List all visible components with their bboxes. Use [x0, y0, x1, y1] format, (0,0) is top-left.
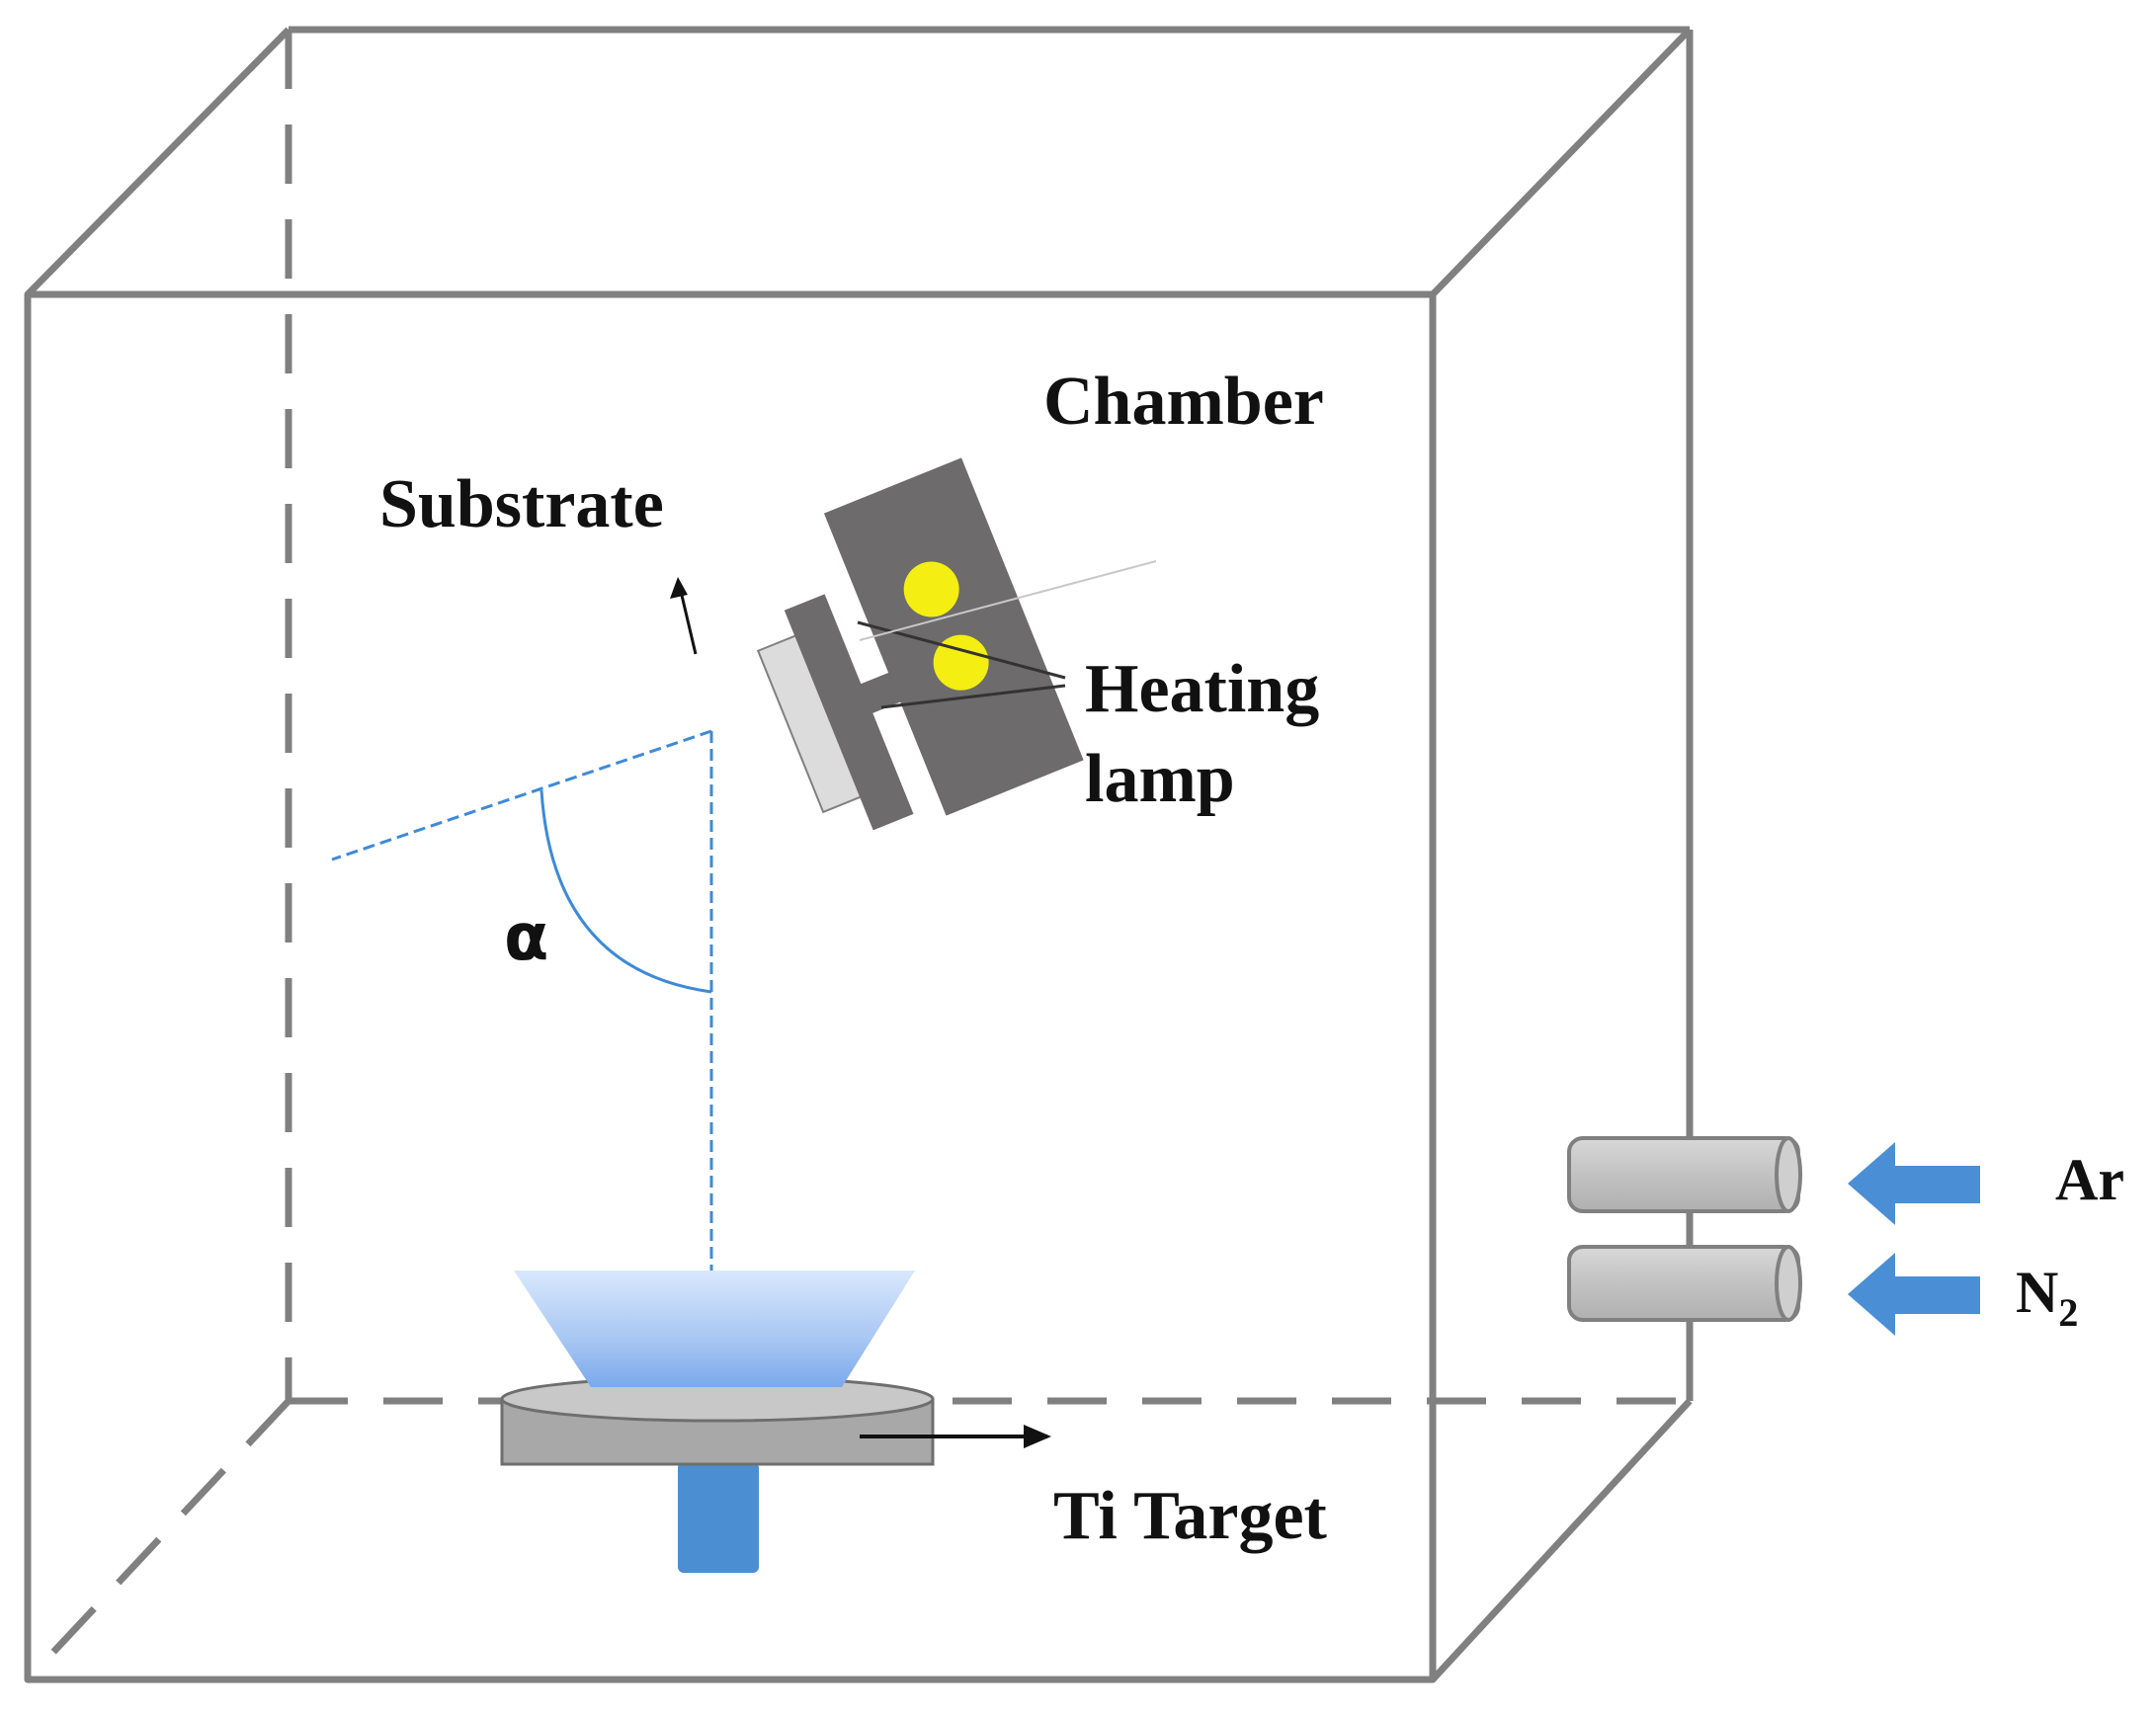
substrate-normal-dashed-line [331, 729, 712, 862]
substrate-label: Substrate [379, 466, 664, 542]
n2-flow-arrow [1848, 1253, 1980, 1336]
chamber-top-right-depth-edge [1430, 27, 1693, 297]
heating-lamp-label-line2: lamp [1085, 741, 1235, 817]
n2-inlet-tube [1567, 1245, 1802, 1322]
substrate-holder-assembly [756, 457, 1084, 831]
substrate-clamp-bar [784, 594, 914, 831]
chamber-top-left-depth-edge [25, 27, 291, 297]
ar-gas-label: Ar [2055, 1147, 2124, 1212]
angle-alpha-label: α [504, 899, 549, 975]
n2-gas-label: N2 [2016, 1263, 2078, 1333]
n2-gas-label-base: N [2016, 1260, 2059, 1325]
gas-inlets [1567, 1136, 1980, 1336]
substrate-normal-arrow-head [670, 577, 688, 599]
angle-construction [331, 729, 713, 1271]
heating-lamp-upper [903, 561, 959, 617]
chamber-front-face [24, 290, 1437, 1683]
substrate-normal-arrow-line [678, 586, 698, 655]
heating-lamp-lower [933, 634, 989, 691]
chamber-bottom-right-depth-edge [1430, 1398, 1693, 1682]
chamber-bottom-left-depth-edge [25, 1398, 291, 1682]
target-direction-arrow-head [1024, 1425, 1051, 1448]
heating-lamp-label-line1: Heating [1085, 651, 1320, 727]
ti-target-assembly [500, 1271, 1051, 1573]
chamber-visible-edges [24, 26, 1694, 1683]
ar-flow-arrow [1848, 1142, 1980, 1225]
chamber-label: Chamber [1043, 364, 1324, 440]
angle-alpha-arc [539, 789, 712, 994]
plasma-plume [514, 1271, 915, 1387]
target-stem [678, 1462, 759, 1573]
heating-lamp-label: Heating lamp [1085, 644, 1319, 824]
n2-gas-label-subscript: 2 [2058, 1290, 2079, 1335]
ti-target-label: Ti Target [1053, 1478, 1327, 1554]
ar-inlet-tube [1567, 1136, 1802, 1213]
faint-guide-line [859, 560, 1157, 641]
leader-line-lower [880, 684, 1066, 709]
